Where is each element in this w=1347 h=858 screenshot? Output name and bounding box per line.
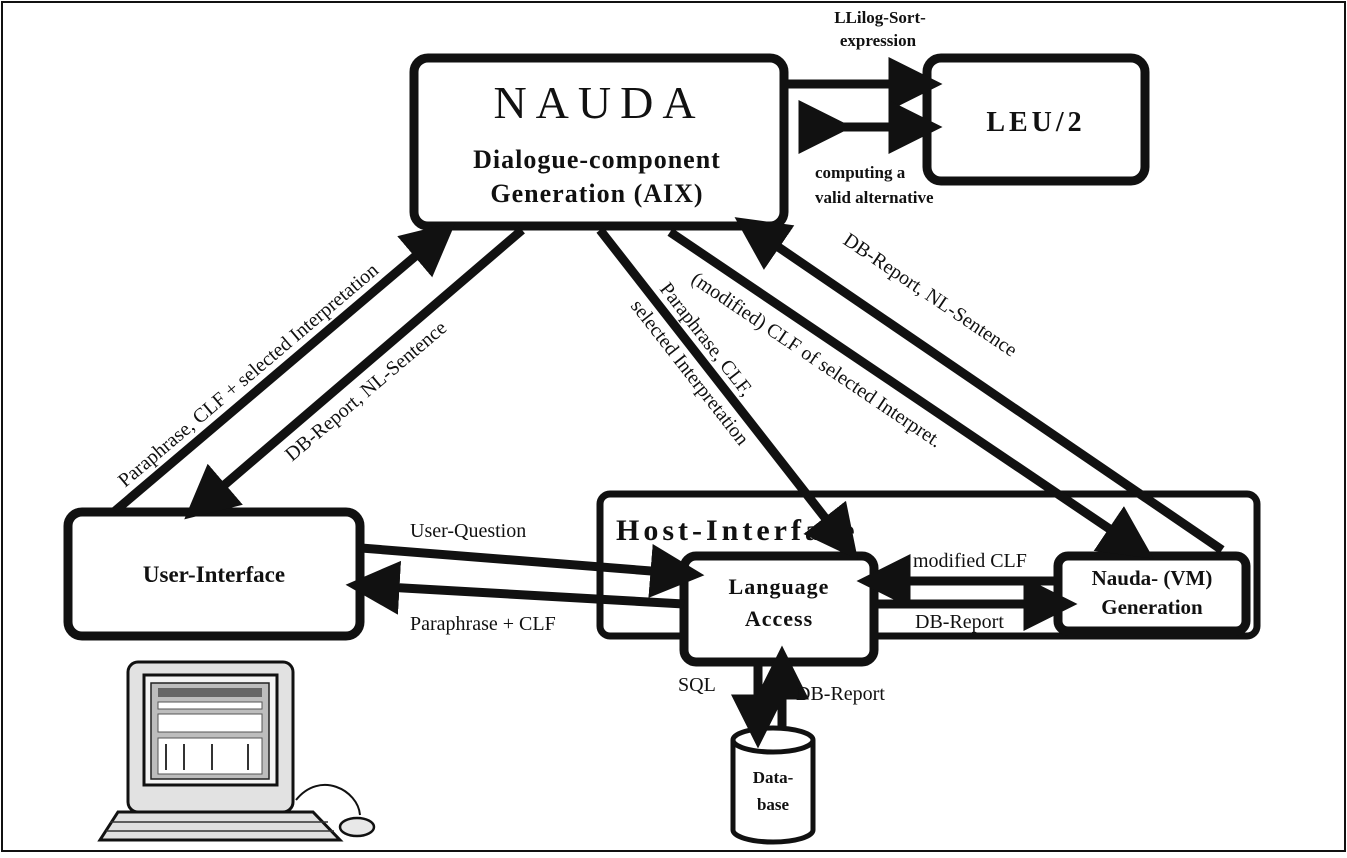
label-llilog-1: LLilog-Sort-: [834, 8, 926, 27]
database-cylinder: Data- base: [733, 728, 813, 842]
label-db-report-db: DB-Report: [796, 683, 885, 705]
label-llilog-2: expression: [840, 31, 917, 50]
label-db-report-ng: DB-Report: [915, 611, 1004, 633]
nauda-line1: Dialogue-component: [473, 145, 721, 174]
label-user-question: User-Question: [410, 520, 526, 542]
nauda-line2: Generation (AIX): [490, 179, 703, 208]
arrow-paraphrase-clf: [386, 587, 684, 604]
database-line2: base: [757, 795, 790, 814]
nauda-generation-line1: Nauda- (VM): [1092, 566, 1213, 590]
label-computing-1: computing a: [815, 163, 906, 182]
leu-box: LEU/2: [927, 58, 1145, 181]
language-access-box: Language Access: [684, 556, 874, 662]
arrow-user-question: [361, 548, 664, 572]
arrow-nauda-to-language-access: [600, 230, 833, 528]
nauda-title: NAUDA: [493, 77, 704, 128]
label-ui-to-nauda: Paraphrase, CLF + selected Interpretatio…: [114, 259, 383, 492]
leu-title: LEU/2: [986, 107, 1085, 138]
arrow-nauda-generation-to-nauda: [768, 240, 1222, 550]
label-sql: SQL: [678, 674, 716, 696]
language-access-line2: Access: [745, 606, 813, 631]
label-ng-to-nauda: DB-Report, NL-Sentence: [839, 229, 1021, 362]
nauda-generation-box: Nauda- (VM) Generation: [1058, 556, 1246, 631]
nauda-generation-line2: Generation: [1101, 595, 1203, 619]
language-access-line1: Language: [729, 574, 830, 599]
label-modified-clf: modified CLF: [913, 550, 1027, 572]
database-line1: Data-: [753, 768, 794, 787]
computer-illustration: [100, 662, 374, 840]
user-interface-box: User-Interface: [68, 512, 360, 636]
user-interface-title: User-Interface: [143, 562, 285, 587]
label-computing-2: valid alternative: [815, 188, 934, 207]
label-paraphrase-clf: Paraphrase + CLF: [410, 613, 556, 635]
nauda-box: NAUDA Dialogue-component Generation (AIX…: [414, 58, 784, 226]
